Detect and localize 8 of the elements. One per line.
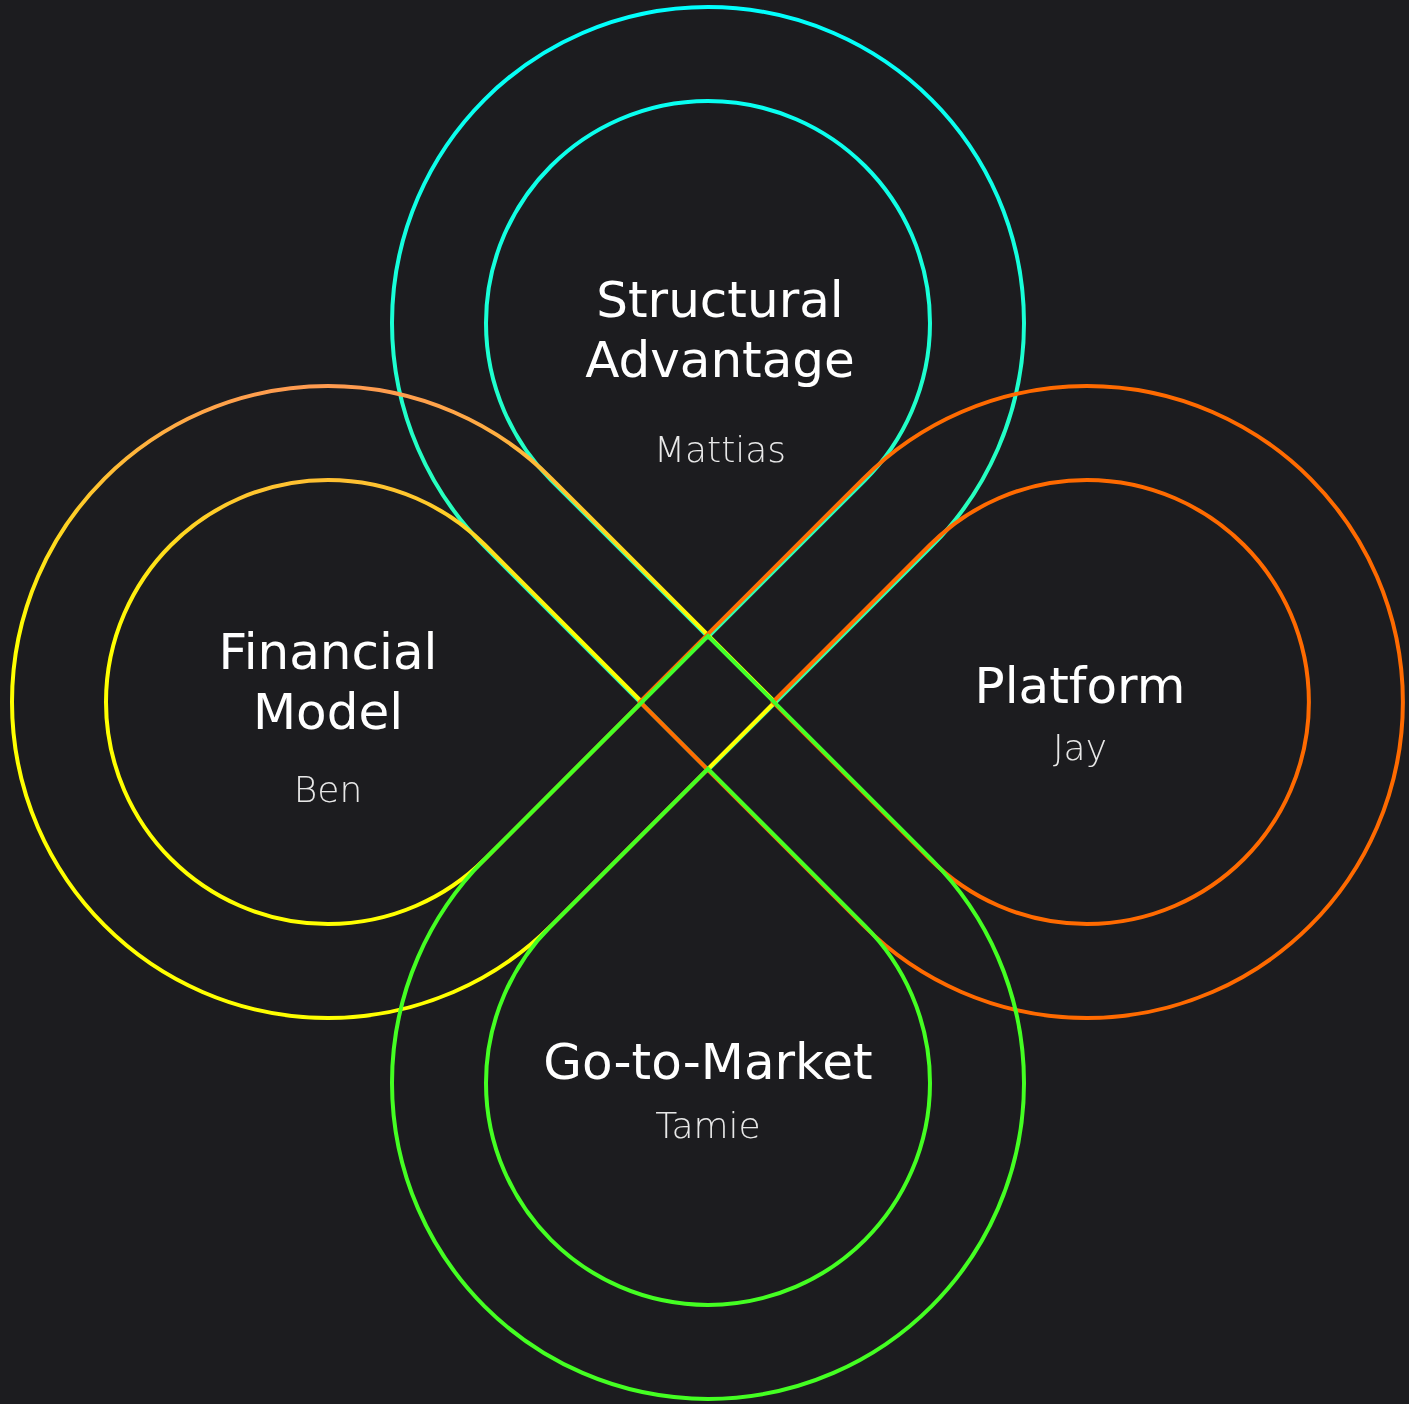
person-name: Tamie [655, 1104, 761, 1148]
loop-title: Platform [973, 656, 1187, 716]
person-name: Mattias [653, 428, 787, 472]
person-name: Ben [293, 768, 363, 812]
loop-title: Structural Advantage [584, 270, 856, 390]
person-name: Jay [1053, 726, 1107, 770]
loop-title: Financial Model [217, 622, 439, 742]
loop-title: Go-to-Market [542, 1032, 874, 1092]
